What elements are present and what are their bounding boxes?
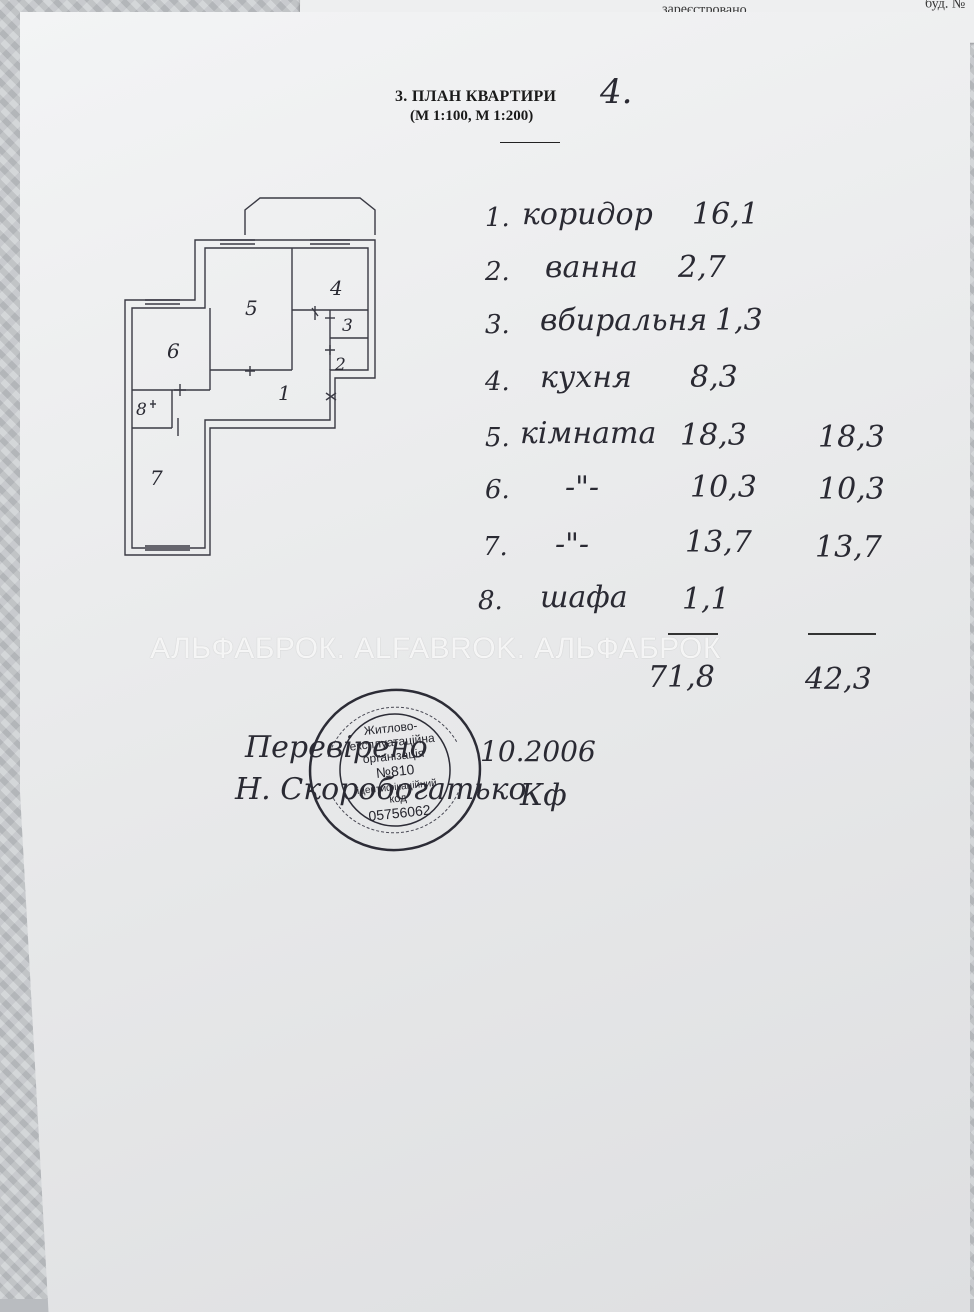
stamp-line-7: 05756062 [368,802,432,824]
stamp-line-3: організація [362,746,425,766]
plan-label-8: 8 [136,400,147,420]
room-name: -"- [565,470,600,505]
room-living-area: 10,3 [818,472,885,507]
window-4 [310,239,350,245]
floor-plan: 1 2 3 4 5 6 7 8 [124,197,376,556]
bay-wall [244,197,376,235]
window-7 [145,545,190,551]
plan-label-4: 4 [329,276,343,300]
door-6 [174,384,186,396]
room-num: 4. [485,367,510,397]
underlying-corner-text: буд. № [924,0,966,12]
room-living-area: 13,7 [815,530,882,565]
room-num: 8. [478,586,503,616]
door-2 [325,345,335,355]
room-area: 13,7 [685,525,752,560]
signature-name: Н. Скоробогатько [235,772,527,807]
signature-initials: Кф [520,778,567,813]
living-total-area: 42,3 [805,662,872,697]
door-4 [311,306,319,320]
window-5 [220,239,255,245]
room-area: 18,3 [680,418,747,453]
door-5 [245,366,255,376]
room-num: 3. [485,310,510,340]
room-num: 6. [485,475,510,505]
entrance-door [325,392,337,401]
document-sheet [20,12,970,1312]
room-num: 2. [485,257,510,287]
room-name: -"- [555,527,590,562]
plan-label-5: 5 [245,296,258,320]
room-num: 7. [483,532,508,562]
room-name: кухня [540,360,632,395]
window-6 [145,299,180,305]
plan-label-6: 6 [167,339,180,363]
room-name: ванна [545,250,638,285]
stamp-line-4: №810 [375,761,415,781]
room-num: 1. [485,203,510,233]
room-name: кімната [520,416,657,451]
room-num: 5. [485,423,510,453]
stamp-line-6: код [389,792,408,806]
door-8 [150,400,156,408]
total-rule [668,633,718,635]
room-area: 1,3 [715,303,763,338]
room-living-area: 18,3 [818,420,885,455]
room-area: 2,7 [678,250,726,285]
plan-label-3: 3 [342,316,353,336]
room-name: шафа [540,580,628,615]
section-title: 3. ПЛАН КВАРТИРИ [395,88,557,105]
signature-date: 10.2006 [480,735,596,768]
plan-label-7: 7 [150,466,163,490]
plan-label-2: 2 [334,355,346,375]
room-name: коридор [522,197,653,232]
room-area: 1,1 [682,582,730,617]
watermark: АЛЬФАБРОК. ALFABROK. АЛЬФАБРОК [150,632,721,665]
room-area: 16,1 [692,197,759,232]
room-area: 8,3 [690,360,738,395]
total-area: 71,8 [648,660,715,695]
living-total-rule [808,633,876,635]
title-underline [500,142,560,143]
signature-checked: Перевірено [245,730,428,765]
room-name: вбиральня [540,303,708,338]
room-area: 10,3 [690,470,757,505]
scale-subtitle: (М 1:100, М 1:200) [410,108,534,124]
plan-label-1: 1 [278,381,291,405]
stamp-line-1: Житлово- [363,718,418,738]
official-stamp: Житлово- експлуатаційна організація №810… [308,688,482,852]
inner-wall [131,247,369,549]
floor-mark: 4. [600,72,633,112]
